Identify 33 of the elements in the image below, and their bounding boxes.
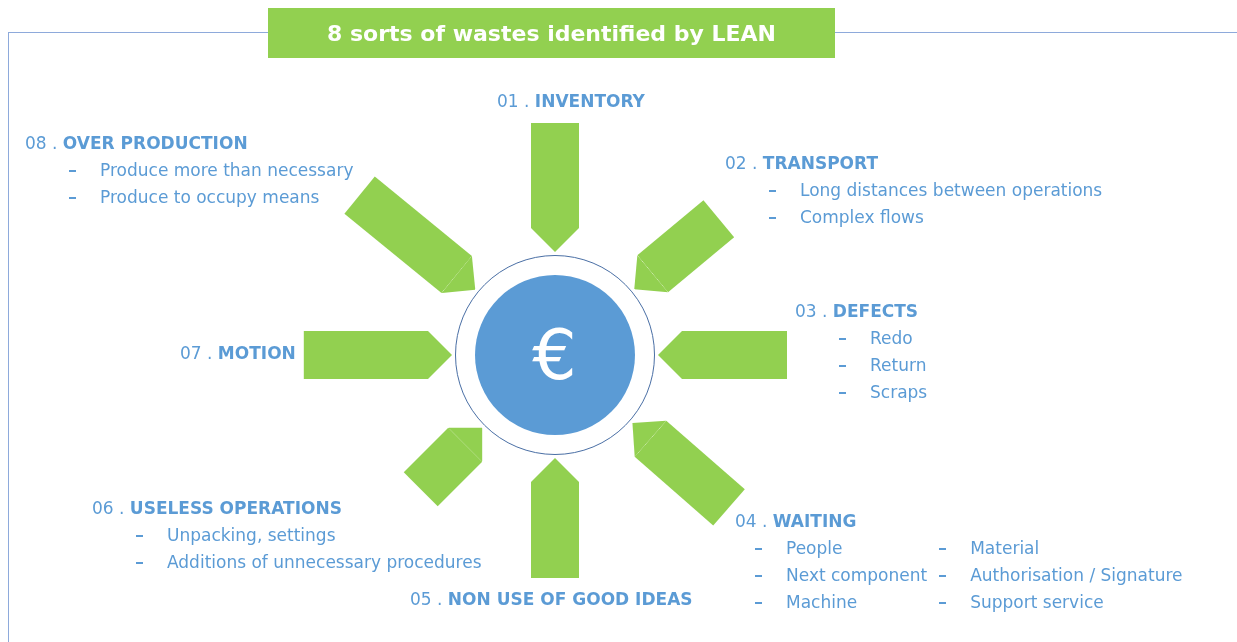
block-arrow xyxy=(531,458,579,578)
category-heading: 03 . DEFECTS xyxy=(795,300,919,323)
list-item: Scraps xyxy=(870,381,928,404)
block-arrow xyxy=(634,200,735,293)
category-heading: 05 . NON USE OF GOOD IDEAS xyxy=(410,586,693,613)
euro-circle: € xyxy=(474,274,635,435)
list-item: Machine xyxy=(786,591,858,614)
block-arrow xyxy=(632,420,745,526)
block-arrow xyxy=(344,176,476,294)
category-heading: 02 . TRANSPORT xyxy=(725,152,878,175)
category-heading: 01 . INVENTORY xyxy=(497,88,645,115)
list-item: Unpacking, settings xyxy=(167,524,336,547)
list-item: Return xyxy=(870,354,927,377)
list-item: Redo xyxy=(870,327,913,350)
category-heading: 06 . USELESS OPERATIONS xyxy=(92,497,342,520)
list-item: Support service xyxy=(970,591,1104,614)
category-heading: 08 . OVER PRODUCTION xyxy=(25,132,248,155)
list-item: People xyxy=(786,537,843,560)
list-item: Next component xyxy=(786,564,928,587)
list-item: Authorisation / Signature xyxy=(970,564,1183,587)
list-item: Long distances between operations xyxy=(800,179,1103,202)
category-heading: 07 . MOTION xyxy=(180,340,296,367)
block-arrow xyxy=(531,123,579,252)
list-item: Additions of unnecessary procedures xyxy=(167,551,482,574)
list-item: Produce to occupy means xyxy=(100,186,320,209)
list-item: Complex flows xyxy=(800,206,924,229)
block-arrow xyxy=(303,331,452,379)
title-banner: 8 sorts of wastes identified by LEAN xyxy=(268,8,835,58)
block-arrow xyxy=(403,427,483,507)
list-item: Material xyxy=(970,537,1040,560)
category-heading: 04 . WAITING xyxy=(735,510,857,533)
block-arrow xyxy=(658,331,787,379)
list-item: Produce more than necessary xyxy=(100,159,354,182)
